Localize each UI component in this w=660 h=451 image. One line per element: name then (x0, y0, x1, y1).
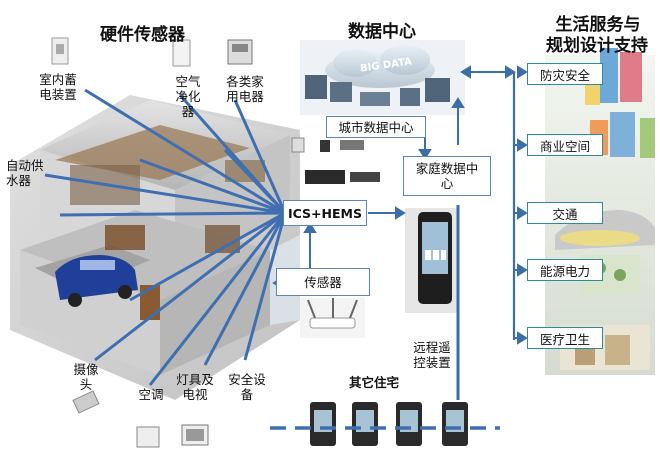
security-label-line2: 备 (240, 387, 254, 402)
home-data-center-line2: 心 (440, 176, 454, 191)
appliances-label: 各类家 用电器 (225, 74, 265, 104)
security-label: 安全设 备 (225, 372, 269, 402)
lights-tv-label: 灯具及 电视 (175, 372, 215, 402)
battery-label-line1: 室内蓄 (39, 72, 77, 87)
house-illustration (10, 95, 300, 400)
water-heater-label-line1: 自动供 (6, 158, 44, 173)
air-purifier-label: 空气 净化器 (170, 74, 206, 119)
service-healthcare: 医疗卫生 (527, 327, 603, 349)
service-transportation: 交通 (527, 202, 603, 224)
remote-control-label-line1: 远程遥 (413, 340, 451, 355)
home-data-center-box: 家庭数据中 心 (403, 156, 491, 196)
service-commercial-space: 商业空间 (527, 134, 603, 156)
lights-tv-label-line1: 灯具及 (176, 372, 214, 387)
appliances-label-line2: 用电器 (226, 89, 264, 104)
camera-label-line1: 摄像 (73, 362, 99, 377)
datacenter-title: 数据中心 (348, 22, 416, 42)
tablet-remote (405, 208, 457, 313)
connector-arrows (272, 65, 528, 400)
camera-label: 摄像 头 (70, 362, 102, 392)
air-purifier-label-line2: 净化器 (175, 89, 201, 119)
hub-devices (291, 137, 380, 338)
big-data-cloud (300, 40, 465, 115)
services-title-line2: 规划设计支持 (546, 36, 648, 56)
other-home-tablets (310, 402, 468, 446)
device-thumbnails (51, 37, 253, 448)
remote-control-label-line2: 控装置 (413, 355, 451, 370)
service-energy-power: 能源电力 (527, 259, 603, 281)
hardware-title: 硬件传感器 (100, 25, 185, 45)
remote-control-label: 远程遥 控装置 (408, 340, 456, 370)
city-data-center-box: 城市数据中心 (326, 116, 426, 138)
battery-label: 室内蓄 电装置 (38, 72, 78, 102)
camera-label-line2: 头 (79, 377, 93, 392)
water-heater-label: 自动供 水器 (6, 158, 46, 188)
appliances-label-line1: 各类家 (226, 74, 264, 89)
ics-hems-hub-box: ICS+HEMS (283, 200, 367, 226)
sensor-rays (44, 88, 287, 386)
water-heater-label-line2: 水器 (6, 173, 32, 188)
sensor-box: 传感器 (276, 268, 370, 296)
lights-tv-label-line2: 电视 (182, 387, 208, 402)
air-conditioner-label-line1: 空调 (138, 387, 164, 402)
battery-label-line2: 电装置 (39, 87, 77, 102)
security-label-line1: 安全设 (228, 372, 266, 387)
service-disaster-safety: 防灾安全 (527, 63, 603, 85)
services-title-line1: 生活服务与 (555, 15, 641, 35)
home-data-center-line1: 家庭数据中 (415, 161, 479, 176)
air-purifier-label-line1: 空气 (175, 74, 201, 89)
air-conditioner-label: 空调 (133, 387, 169, 402)
other-homes-label: 其它住宅 (348, 375, 399, 390)
